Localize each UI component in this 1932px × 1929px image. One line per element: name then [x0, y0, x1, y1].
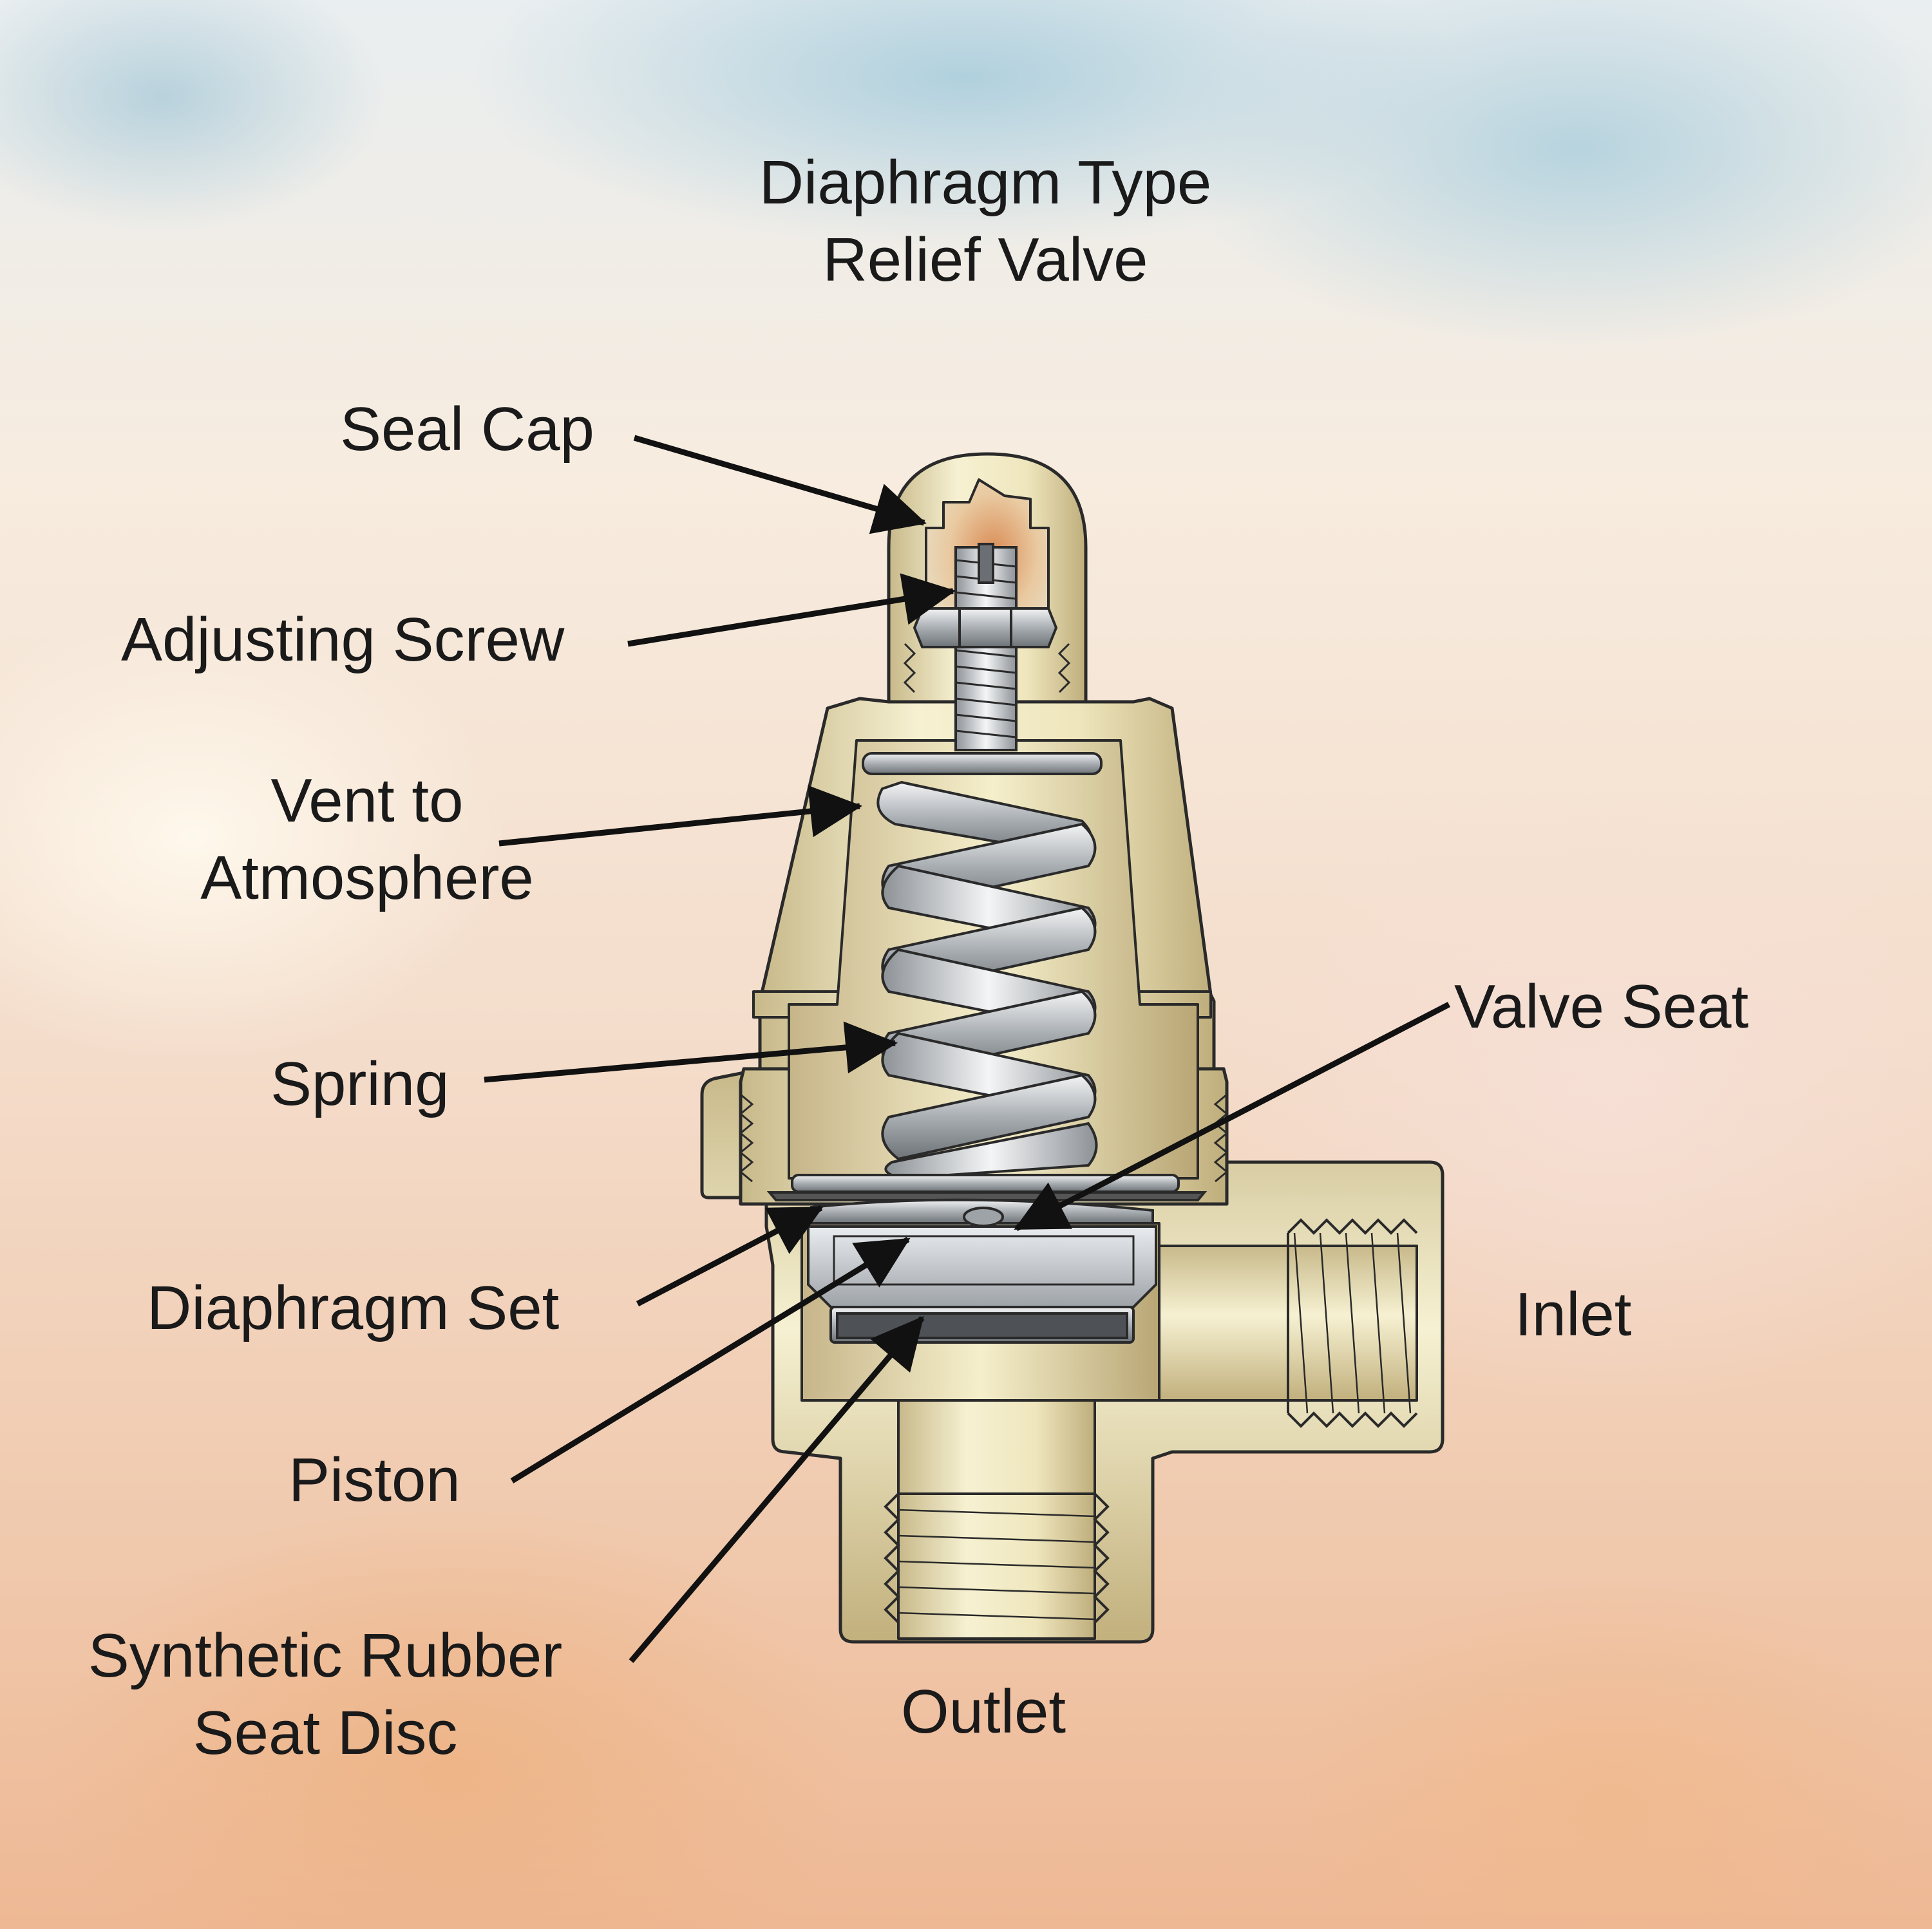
diaphragm-set-pointer: [636, 1205, 824, 1306]
label-outlet: Outlet: [900, 1677, 1066, 1746]
diaphragm-set: [766, 1174, 1208, 1227]
label-spring: Spring: [270, 1049, 450, 1118]
label-seal-cap: Seal Cap: [340, 395, 594, 464]
seat-disc: [829, 1306, 1135, 1344]
spring-pointer: [484, 1021, 898, 1083]
valve-seat-pointer: [1014, 1002, 1451, 1231]
label-vent-line-1: Vent to: [270, 766, 464, 835]
spring-coils: [876, 780, 1098, 1180]
spring-plate-top: [862, 752, 1103, 775]
label-valve-seat: Valve Seat: [1454, 972, 1749, 1041]
leader-lines: [484, 435, 1451, 1663]
label-adjusting-screw: Adjusting Screw: [121, 605, 565, 674]
outlet-threads: [884, 1492, 1110, 1624]
label-seat-disc-line-1: Synthetic Rubber: [88, 1621, 563, 1690]
label-vent-line-2: Atmosphere: [200, 843, 534, 912]
title-line-2: Relief Valve: [822, 225, 1148, 294]
adjusting-screw-pointer: [627, 573, 956, 647]
label-piston: Piston: [289, 1445, 460, 1514]
inlet-threads: [1287, 1218, 1418, 1428]
label-inlet: Inlet: [1515, 1280, 1632, 1349]
label-seat-disc-line-2: Seat Disc: [193, 1698, 458, 1767]
flange-threads: [739, 643, 1229, 1183]
title-line-1: Diaphragm Type: [759, 148, 1212, 217]
label-diaphragm-set: Diaphragm Set: [147, 1274, 560, 1342]
vent-pointer: [498, 785, 863, 847]
piston-pointer: [510, 1237, 911, 1483]
seal-cap-pointer: [633, 435, 927, 534]
seat-disc-pointer: [629, 1315, 925, 1663]
